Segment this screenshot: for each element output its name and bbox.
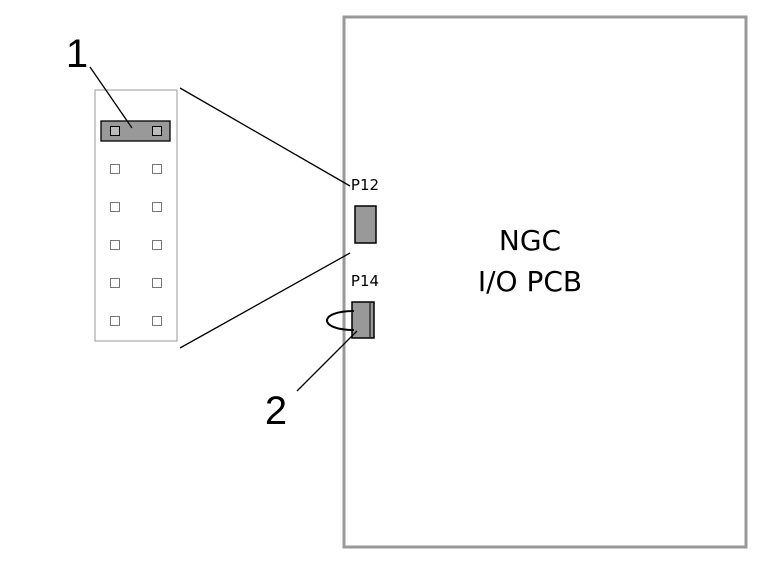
header-pin bbox=[152, 278, 162, 288]
zoom-leader-top bbox=[179, 87, 351, 187]
p14-connector bbox=[351, 301, 375, 339]
io-pcb-outline bbox=[342, 15, 748, 549]
pin-grid bbox=[110, 126, 162, 326]
p12-label: P12 bbox=[351, 176, 379, 194]
header-pin bbox=[152, 126, 162, 136]
board-label-line2: I/O PCB bbox=[478, 265, 582, 298]
header-pin bbox=[110, 164, 120, 174]
callout-2: 2 bbox=[265, 389, 287, 433]
header-pin bbox=[152, 202, 162, 212]
zoom-leader-bottom bbox=[179, 252, 351, 349]
callout-2-leader bbox=[296, 330, 358, 392]
header-pin bbox=[152, 316, 162, 326]
p14-jumper-loop bbox=[326, 310, 355, 331]
header-pin bbox=[110, 278, 120, 288]
board-label-line1: NGC bbox=[499, 224, 561, 257]
p12-connector bbox=[354, 205, 377, 244]
p14-label: P14 bbox=[351, 272, 379, 290]
header-pin bbox=[110, 316, 120, 326]
header-pin bbox=[110, 126, 120, 136]
callout-1: 1 bbox=[66, 32, 88, 76]
header-pin bbox=[152, 164, 162, 174]
callout-1-leader bbox=[89, 66, 133, 129]
header-pin bbox=[110, 202, 120, 212]
header-pin bbox=[152, 240, 162, 250]
header-pin bbox=[110, 240, 120, 250]
